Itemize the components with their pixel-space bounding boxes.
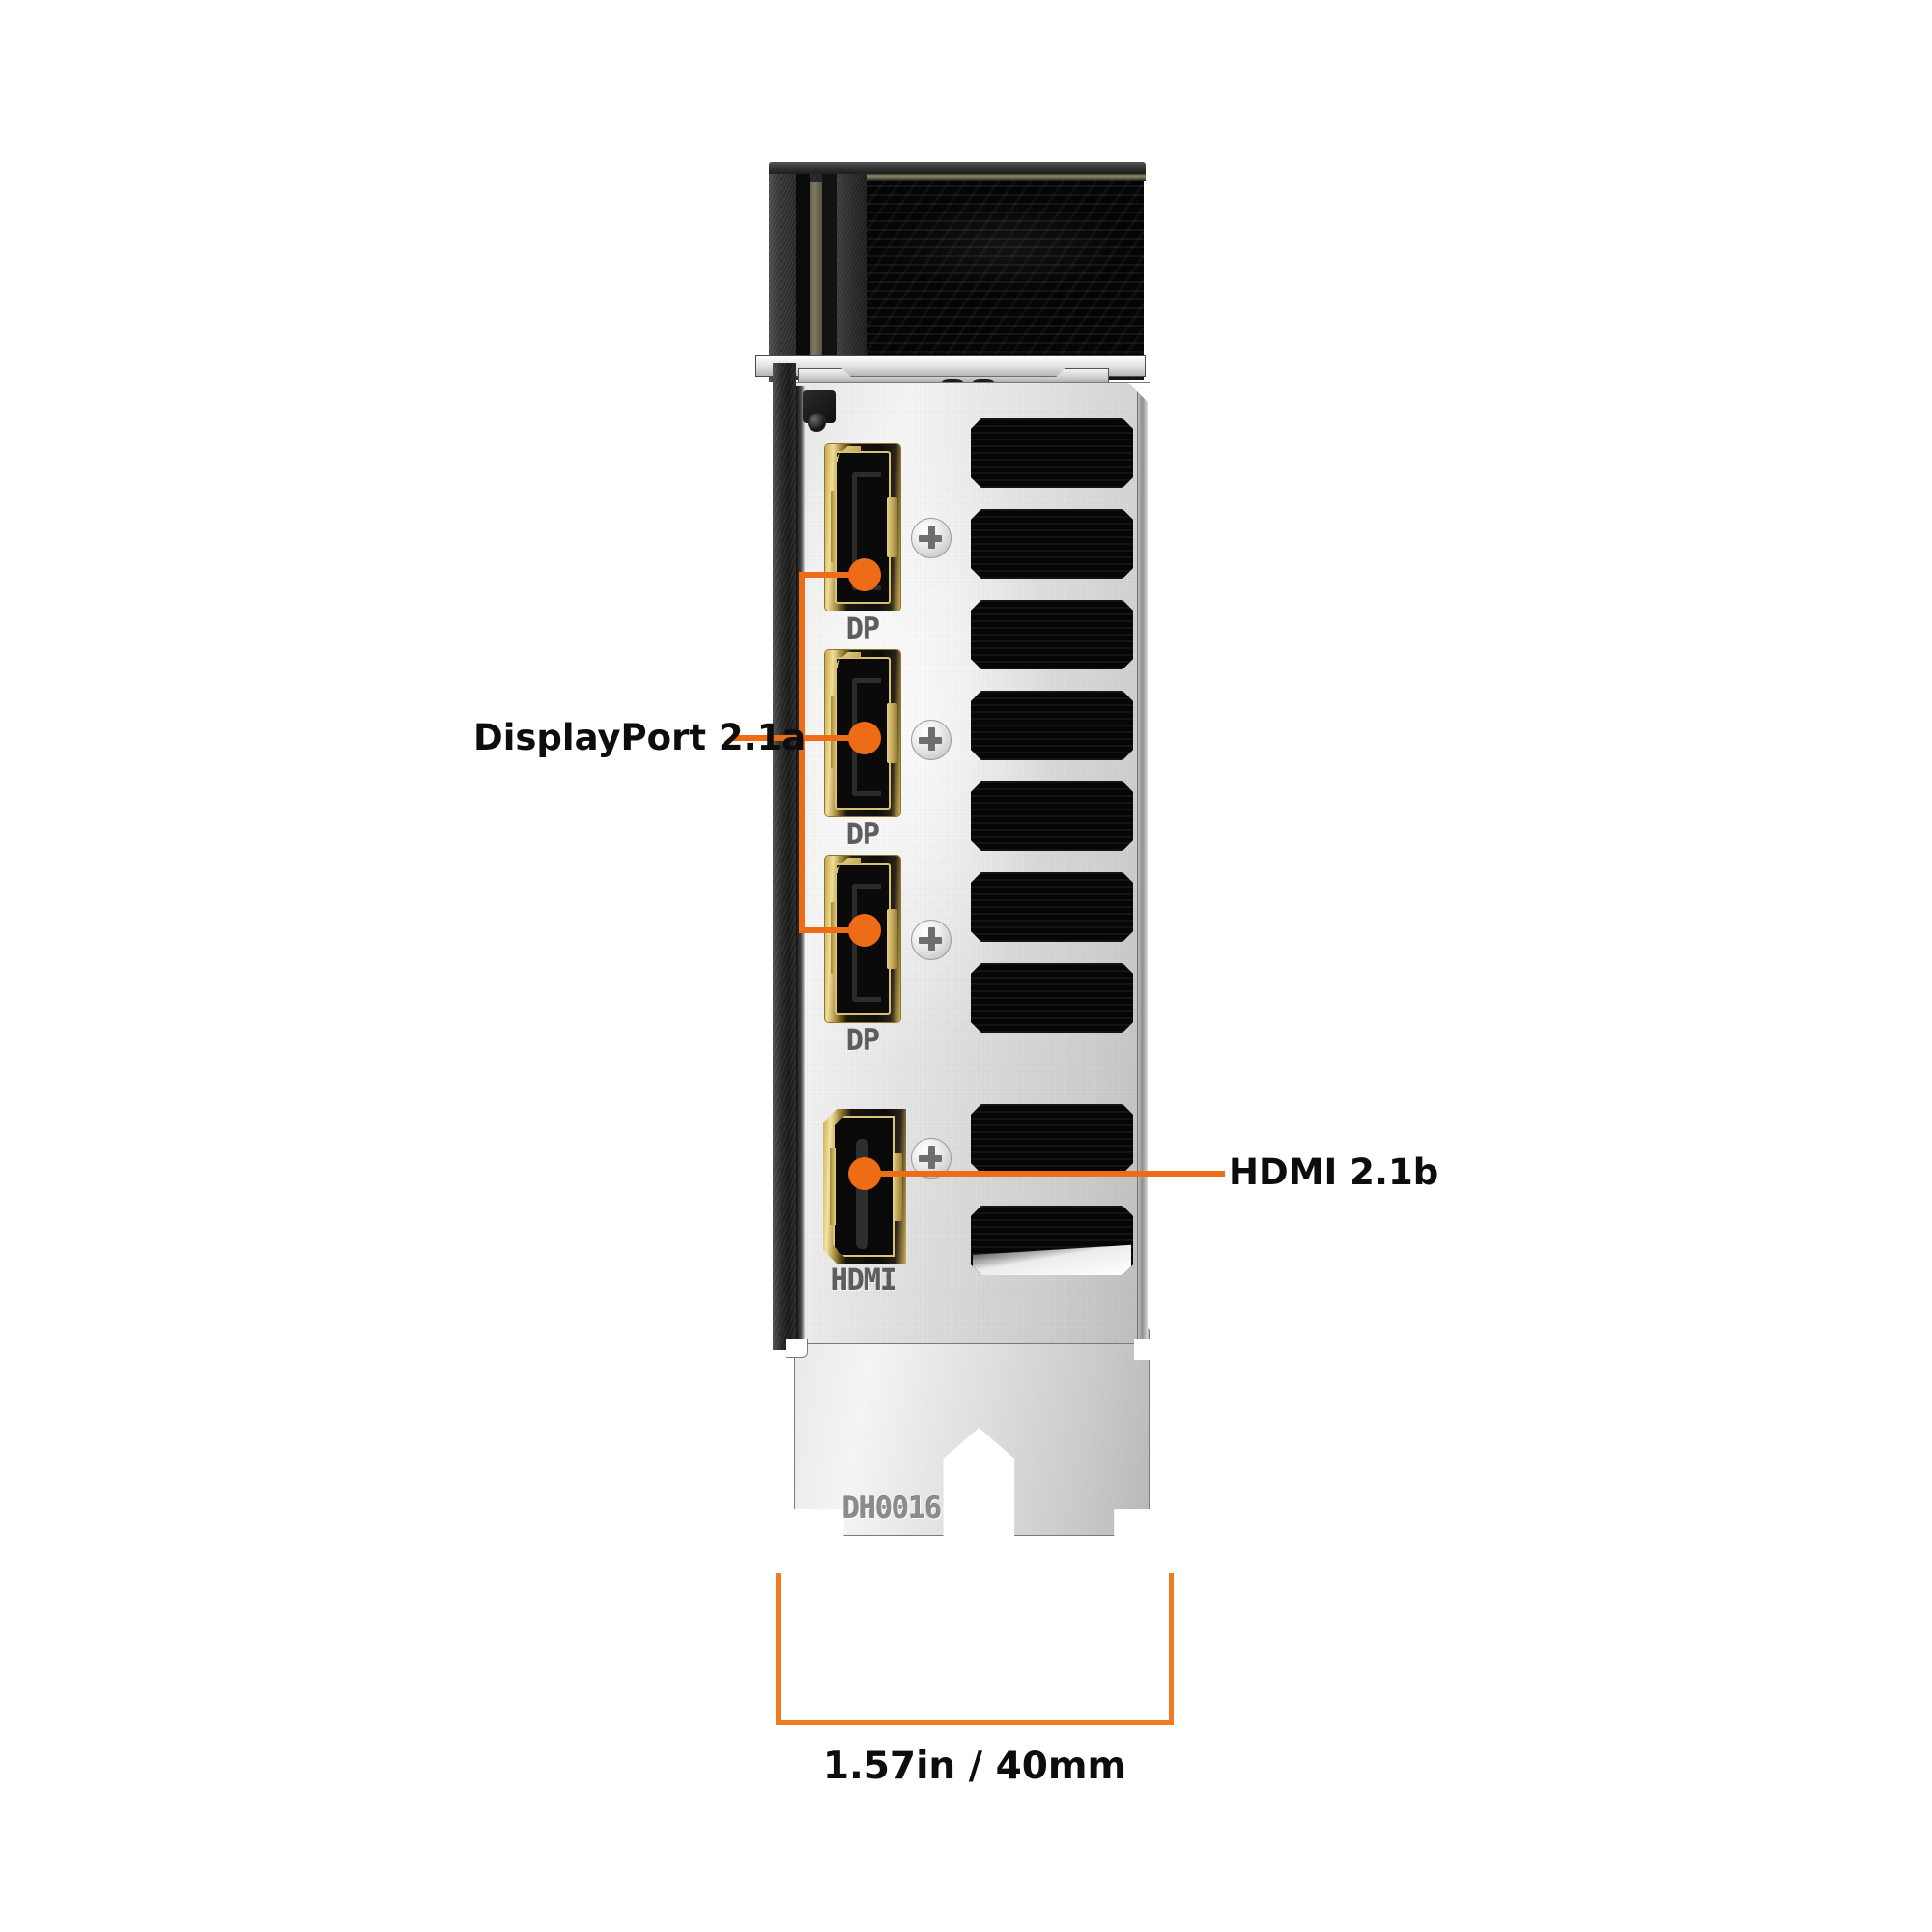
vent-slot bbox=[971, 509, 1133, 579]
dp-right-tab bbox=[887, 497, 897, 557]
vent-slot bbox=[971, 1206, 1133, 1275]
dp-port-text-2: DP bbox=[845, 818, 880, 852]
callout-label-displayport: DisplayPort 2.1a bbox=[473, 717, 807, 758]
dp-port-text-1: DP bbox=[845, 612, 880, 646]
displayport-connector-3[interactable] bbox=[825, 856, 900, 1022]
heatsink-fin-stack bbox=[867, 179, 1144, 370]
callout-leader-dp1 bbox=[799, 572, 857, 578]
shroud-left-rail bbox=[769, 162, 796, 382]
dp-right-tab bbox=[887, 703, 897, 763]
shroud-gap-left bbox=[796, 174, 810, 377]
dp-right-tab bbox=[887, 909, 897, 969]
dp-port-text-3: DP bbox=[845, 1024, 880, 1058]
width-dimension-label: 1.57in / 40mm bbox=[822, 1745, 1127, 1788]
bracket-left-edge bbox=[773, 363, 796, 1350]
callout-leader-dp3 bbox=[799, 927, 857, 933]
vent-slot bbox=[971, 691, 1133, 760]
dp-left-pin-row bbox=[831, 696, 837, 768]
bracket-top-flange bbox=[755, 355, 1146, 377]
displayport-connector-2[interactable] bbox=[825, 650, 900, 816]
bracket-hinge-pin bbox=[808, 413, 826, 432]
bracket-screw bbox=[911, 720, 952, 760]
vent-slot bbox=[971, 963, 1133, 1033]
hdmi-contact-slot bbox=[856, 1139, 868, 1249]
callout-label-hdmi: HDMI 2.1b bbox=[1229, 1151, 1439, 1193]
shroud-olive-strip bbox=[810, 182, 822, 375]
heatsink-sheen bbox=[867, 179, 1144, 370]
bracket-serial-stamp: DH0016 bbox=[842, 1492, 942, 1525]
hdmi-port-text: HDMI bbox=[830, 1264, 897, 1297]
shroud-pillar bbox=[837, 166, 867, 381]
width-dimension-bracket bbox=[776, 1573, 1174, 1725]
callout-leader-dp2 bbox=[731, 735, 857, 741]
bracket-foot-notch-left bbox=[786, 1339, 808, 1358]
callout-leader-hdmi bbox=[858, 1171, 1225, 1177]
vent-slot bbox=[971, 781, 1133, 851]
bracket-screw bbox=[911, 920, 952, 960]
hdmi-right-tab bbox=[893, 1153, 902, 1221]
bracket-screw bbox=[911, 518, 952, 558]
dp-left-pin-row bbox=[831, 491, 837, 562]
bracket-foot-notch-right bbox=[1134, 1339, 1151, 1360]
callout-leader-dp-spine bbox=[799, 572, 805, 933]
shroud-gap-right bbox=[822, 174, 838, 377]
vent-slot bbox=[971, 1104, 1133, 1174]
vent-slot bbox=[971, 600, 1133, 669]
shroud-top-edge bbox=[769, 162, 1146, 174]
heatsink-top-trim bbox=[867, 172, 1146, 181]
dp-left-pin-row bbox=[831, 902, 837, 974]
vent-slot bbox=[971, 872, 1133, 942]
bracket-right-lip bbox=[1137, 390, 1148, 1341]
vent-slot bbox=[971, 418, 1133, 488]
hdmi-left-pin-row bbox=[830, 1148, 836, 1225]
